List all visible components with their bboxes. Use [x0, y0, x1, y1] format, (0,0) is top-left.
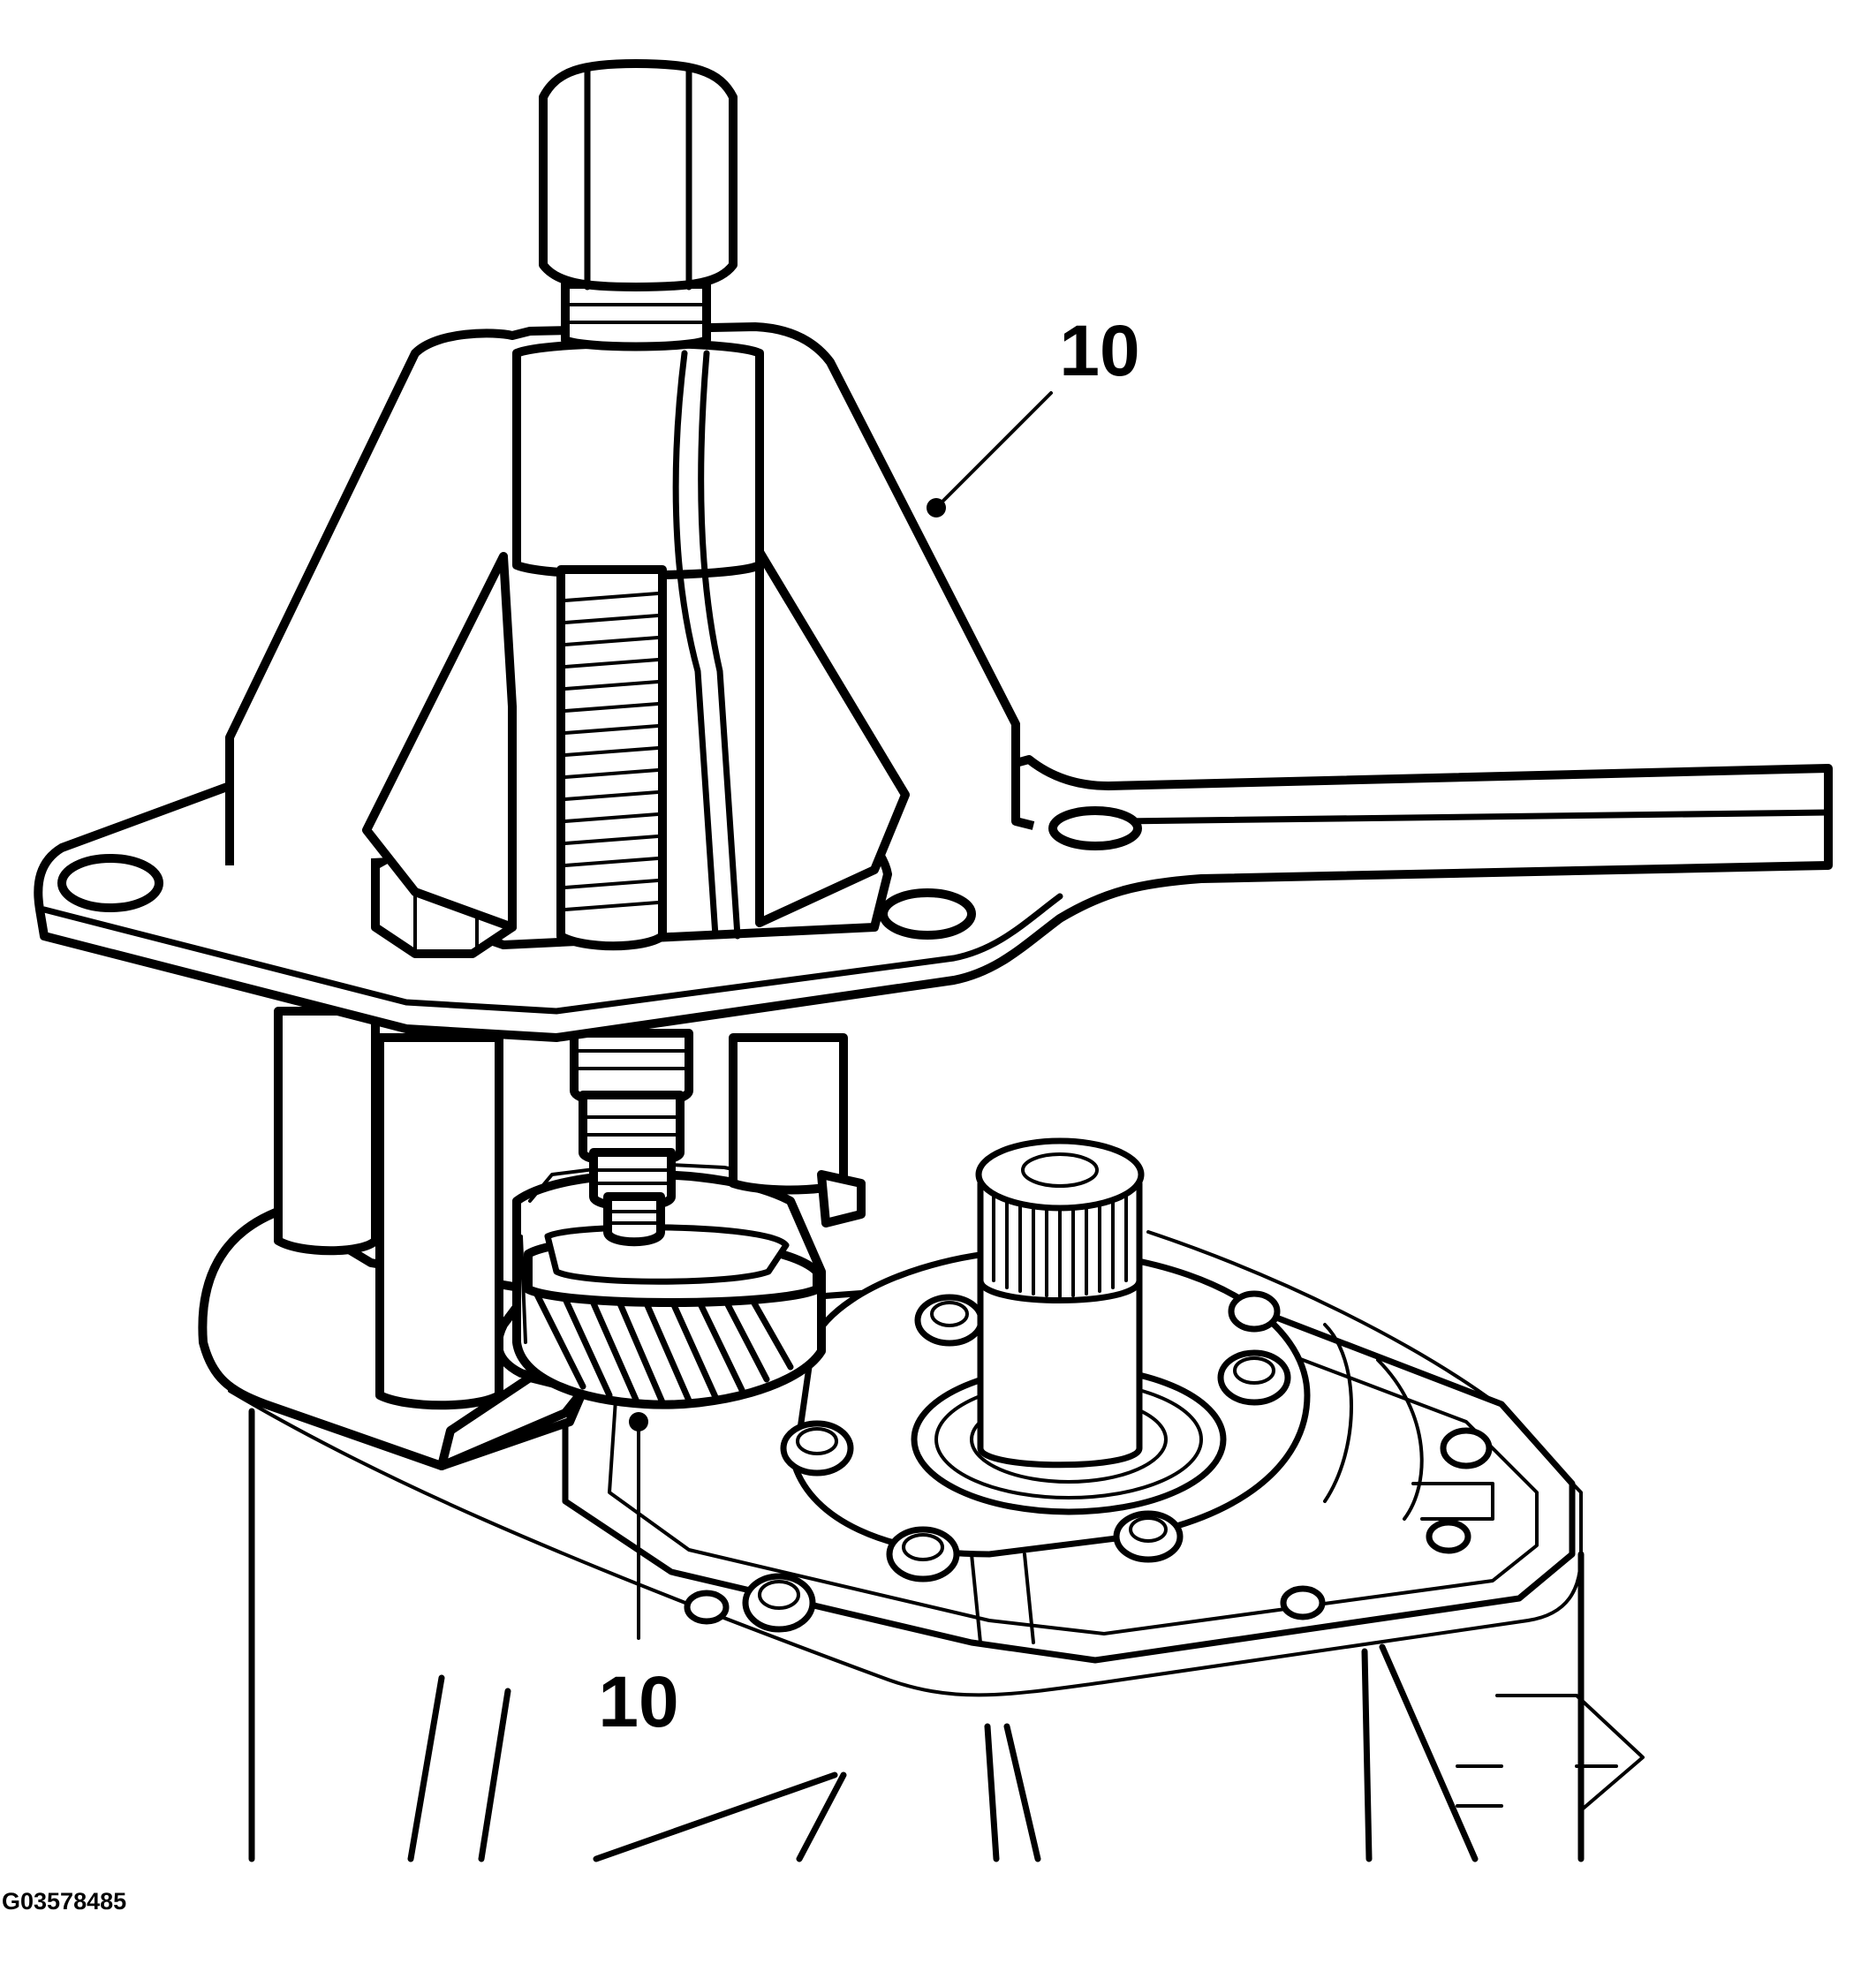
cover-bolt [1217, 1349, 1291, 1406]
figure-id: G03578485 [2, 1888, 126, 1915]
forcing-screw [556, 565, 667, 951]
cover-bolt [1440, 1427, 1493, 1469]
yoke-bolt-hole [1048, 806, 1142, 850]
callout-bottom: 10 [598, 1412, 679, 1742]
callout-top-dot [927, 498, 946, 517]
cover-bolt [742, 1573, 816, 1633]
yoke-bolt-hole [57, 854, 163, 912]
cover-bolt [914, 1294, 985, 1347]
callout-bottom-label: 10 [598, 1662, 678, 1742]
cover-bolt [1113, 1510, 1184, 1563]
transmission-housing [228, 1230, 1645, 1862]
cover-bolt [886, 1526, 960, 1582]
callout-bottom-dot [629, 1412, 648, 1431]
puller-legs [274, 1007, 866, 1410]
screw-hex-head [539, 59, 738, 351]
cover-bolt [1426, 1519, 1471, 1554]
helical-gear [512, 1162, 826, 1409]
cover-bolt [684, 1590, 730, 1625]
cover-bolt [780, 1420, 854, 1477]
yoke-bolt-hole [879, 888, 976, 940]
cover-bolt [1228, 1290, 1281, 1333]
input-shaft [975, 1137, 1145, 1469]
cover-bolt [1280, 1585, 1326, 1620]
callout-top-label: 10 [1059, 311, 1139, 391]
callout-top: 10 [927, 311, 1140, 517]
forcing-screw-lower [570, 1029, 693, 1247]
